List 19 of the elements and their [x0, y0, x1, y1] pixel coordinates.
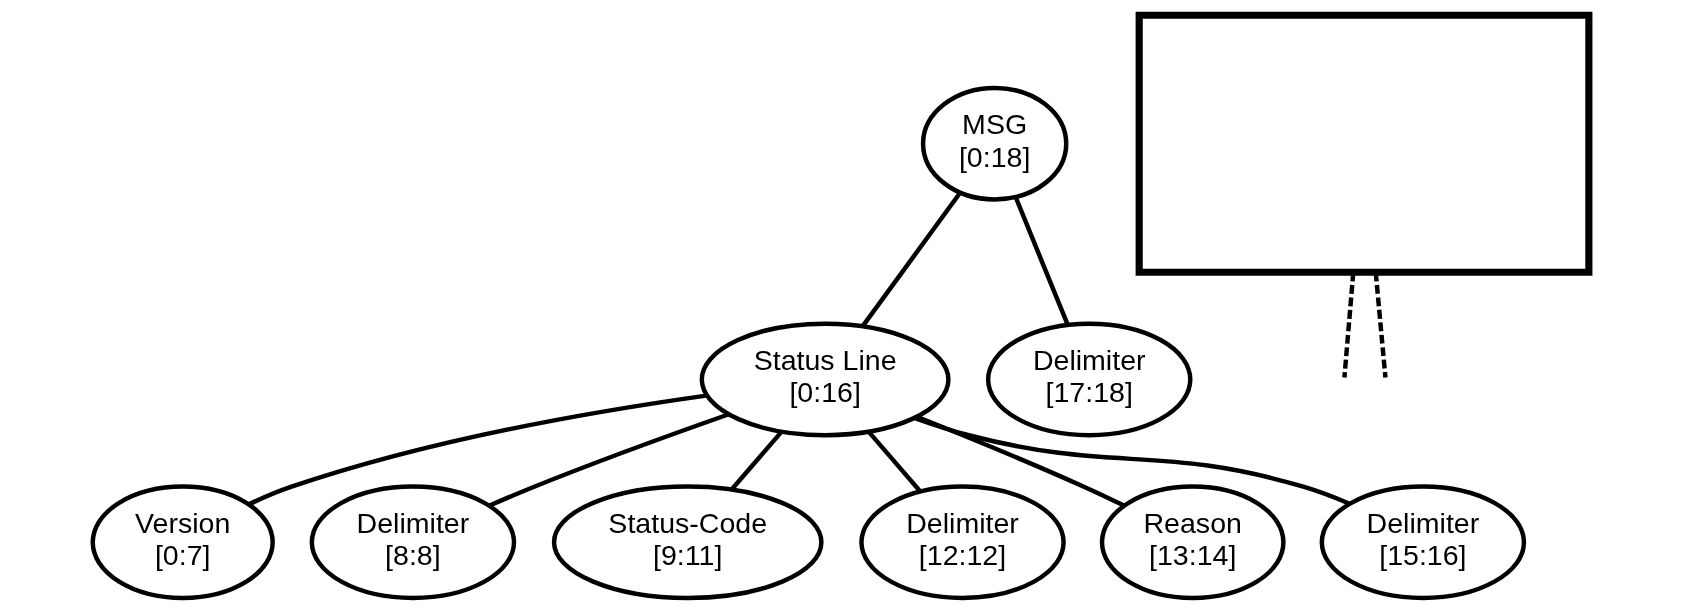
node-ellipse: Delimiter [12:12]	[859, 484, 1066, 601]
node-ellipse: Status-Code [9:11]	[551, 484, 824, 601]
node-box	[1135, 11, 1593, 276]
connector	[730, 430, 784, 491]
node-ellipse: Delimiter [17:18]	[985, 321, 1193, 438]
connector	[488, 412, 729, 508]
node-ellipse: Delimiter [15:16]	[1319, 484, 1527, 601]
node-ellipse: MSG [0:18]	[920, 85, 1069, 202]
connector	[914, 416, 1351, 506]
connector	[866, 430, 922, 493]
connector	[1373, 272, 1388, 378]
connector	[860, 191, 962, 328]
node-ellipse: Status Line [0:16]	[699, 321, 951, 438]
node-ellipse: Reason [13:14]	[1099, 484, 1286, 601]
node-ellipse: Version [0:7]	[90, 484, 275, 601]
connector	[1342, 272, 1356, 378]
connector	[247, 393, 707, 507]
connector	[1013, 196, 1070, 326]
node-ellipse: Delimiter [8:8]	[309, 484, 517, 601]
